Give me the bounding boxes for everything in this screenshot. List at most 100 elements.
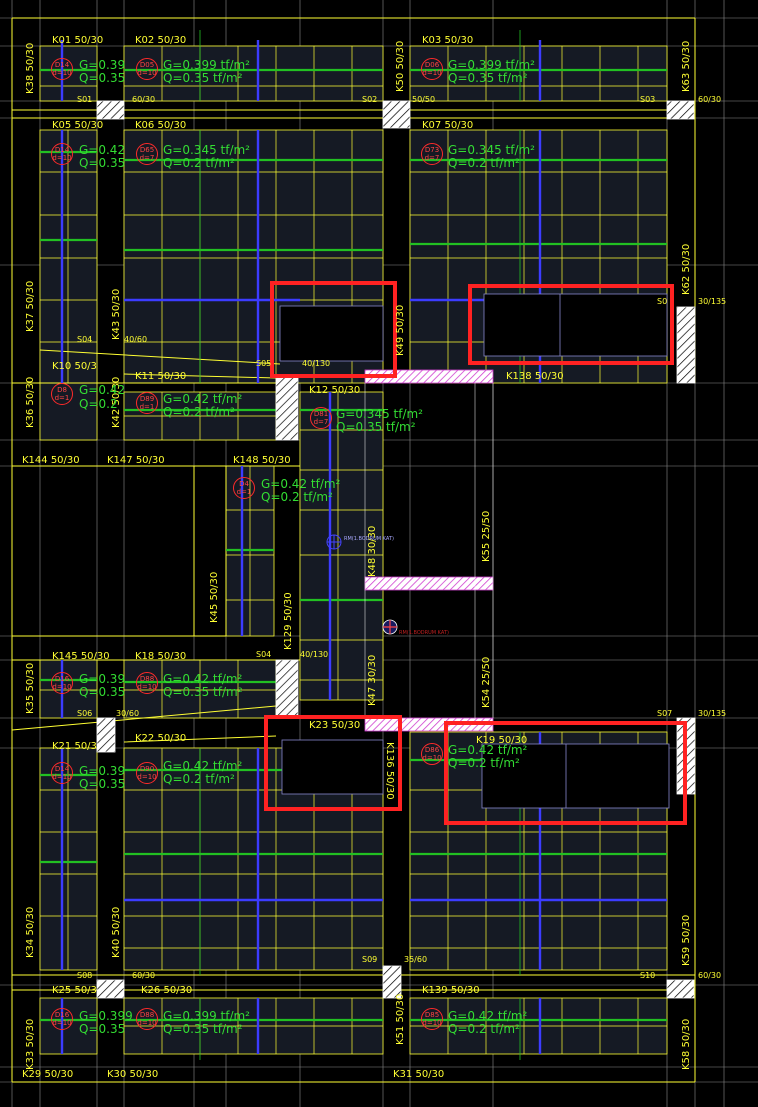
dim-label: 60/30 xyxy=(132,971,156,980)
highlight-boxes xyxy=(264,281,687,825)
dim-label: 30/135 xyxy=(698,297,727,306)
slab-mesh xyxy=(40,46,667,1054)
slab-load-g: G=0.39 xyxy=(79,764,126,778)
slab-load-q: Q=0.35 xyxy=(79,156,126,170)
column-label-s10: S10 xyxy=(640,971,656,980)
beam-label-k25: K25 50/3 xyxy=(52,985,97,996)
column-label-s06: S06 xyxy=(77,709,93,718)
slab-load-q: Q=0.2 xyxy=(79,397,118,411)
column-label-s04-upper: S04 xyxy=(77,335,93,344)
column-label-s01: S01 xyxy=(77,95,93,104)
slab-load-q: Q=0.2 tf/m² xyxy=(163,405,235,419)
slab-load-q: Q=0.35 xyxy=(79,71,126,85)
slab-load-g: G=0.42 tf/m² xyxy=(448,743,528,757)
beam-label-k48: K48 30/30 xyxy=(367,525,378,577)
stair-marks xyxy=(364,383,494,718)
column-label-s09: S09 xyxy=(362,955,378,964)
slab-load-g: G=0.399 tf/m² xyxy=(163,58,250,72)
slab-load-q: Q=0.2 tf/m² xyxy=(163,772,235,786)
slab-load-g: G=0.39 xyxy=(79,58,126,72)
slab-load-q: Q=0.35 tf/m² xyxy=(336,420,416,434)
beam-label-k62: K62 50/30 xyxy=(681,243,692,295)
column-label-s07: S07 xyxy=(657,709,673,718)
beam-label-k07: K07 50/30 xyxy=(422,120,474,131)
dim-label: 40/130 xyxy=(302,359,331,368)
beam-label-k02: K02 50/30 xyxy=(135,35,187,46)
column-label-s03: S03 xyxy=(640,95,656,104)
slab-load-q: Q=0.35 xyxy=(79,685,126,699)
dim-label: 40/130 xyxy=(300,650,329,659)
beam-label-k139: K139 50/30 xyxy=(422,985,480,996)
rm-note: RM(1.BODRUM KAT) xyxy=(344,536,394,542)
dim-label: 40/60 xyxy=(124,335,148,344)
beam-label-k26: K26 50/30 xyxy=(141,985,193,996)
slab-load-g: G=0.345 tf/m² xyxy=(163,143,250,157)
dim-label: 30/60 xyxy=(116,709,140,718)
slab-load-g: G=0.345 tf/m² xyxy=(448,143,535,157)
beam-label-k01: K01 50/30 xyxy=(52,35,104,46)
slab-openings xyxy=(279,293,670,809)
beam-label-k40: K40 50/30 xyxy=(111,906,122,958)
beam-label-k35: K35 50/30 xyxy=(25,662,36,714)
slab-load-g: G=0.42 tf/m² xyxy=(261,477,341,491)
slab-load-g: G=0.42 tf/m² xyxy=(163,672,243,686)
beam-label-k36: K36 50/30 xyxy=(25,376,36,428)
beam-label-k30: K30 50/30 xyxy=(107,1069,159,1080)
slab-load-q: Q=0.35 tf/m² xyxy=(163,71,243,85)
slab-load-q: Q=0.2 tf/m² xyxy=(163,156,235,170)
column-label-s0x: S0 xyxy=(657,297,668,306)
column-label-s08: S08 xyxy=(77,971,93,980)
beam-label-k47: K47 30/30 xyxy=(367,654,378,706)
beam-label-k45: K45 50/30 xyxy=(209,571,220,623)
beam-label-k59: K59 50/30 xyxy=(681,914,692,966)
beam-label-k11: K11 50/30 xyxy=(135,371,187,382)
beam-label-k10: K10 50/3 xyxy=(52,361,97,372)
slab-load-g: G=0.345 tf/m² xyxy=(336,407,423,421)
dim-label: 50/50 xyxy=(412,95,436,104)
beam-label-k148: K148 50/30 xyxy=(233,455,291,466)
opening-dividers xyxy=(559,294,567,808)
slab-load-g: G=0.42 xyxy=(79,383,126,397)
beam-label-k22: K22 50/30 xyxy=(135,733,187,744)
slab-panels xyxy=(39,45,668,1055)
slab-load-q: Q=0.35 tf/m² xyxy=(448,71,528,85)
slab-load-q: Q=0.2 tf/m² xyxy=(448,1022,520,1036)
beam-label-k144: K144 50/30 xyxy=(22,455,80,466)
beam-label-k19: K19 50/30 xyxy=(476,735,528,746)
beam-label-k33: K33 50/30 xyxy=(25,1018,36,1070)
beam-label-k63: K63 50/30 xyxy=(681,40,692,92)
beam-label-k145: K145 50/30 xyxy=(52,651,110,662)
dim-label: 35/60 xyxy=(404,955,428,964)
beam-label-k18: K18 50/30 xyxy=(135,651,187,662)
beam-label-k138: K138 50/30 xyxy=(506,371,564,382)
rm-note: RM(1.BODRUM KAT) xyxy=(399,630,449,636)
beam-label-k58: K58 50/30 xyxy=(681,1018,692,1070)
slab-load-q: Q=0.35 xyxy=(79,777,126,791)
beam-label-k50: K50 50/30 xyxy=(395,40,406,92)
column-label-s02: S02 xyxy=(362,95,378,104)
slab-load-g: G=0.42 tf/m² xyxy=(163,759,243,773)
slab-load-g: G=0.39 xyxy=(79,672,126,686)
slab-load-g: G=0.399 xyxy=(79,1009,133,1023)
beam-label-k43: K43 50/30 xyxy=(111,288,122,340)
slab-load-q: Q=0.2 tf/m² xyxy=(448,756,520,770)
beam-label-k136: K136 50/30 xyxy=(384,742,395,800)
beam-label-k49: K49 50/30 xyxy=(395,304,406,356)
beam-label-k147: K147 50/30 xyxy=(107,455,165,466)
